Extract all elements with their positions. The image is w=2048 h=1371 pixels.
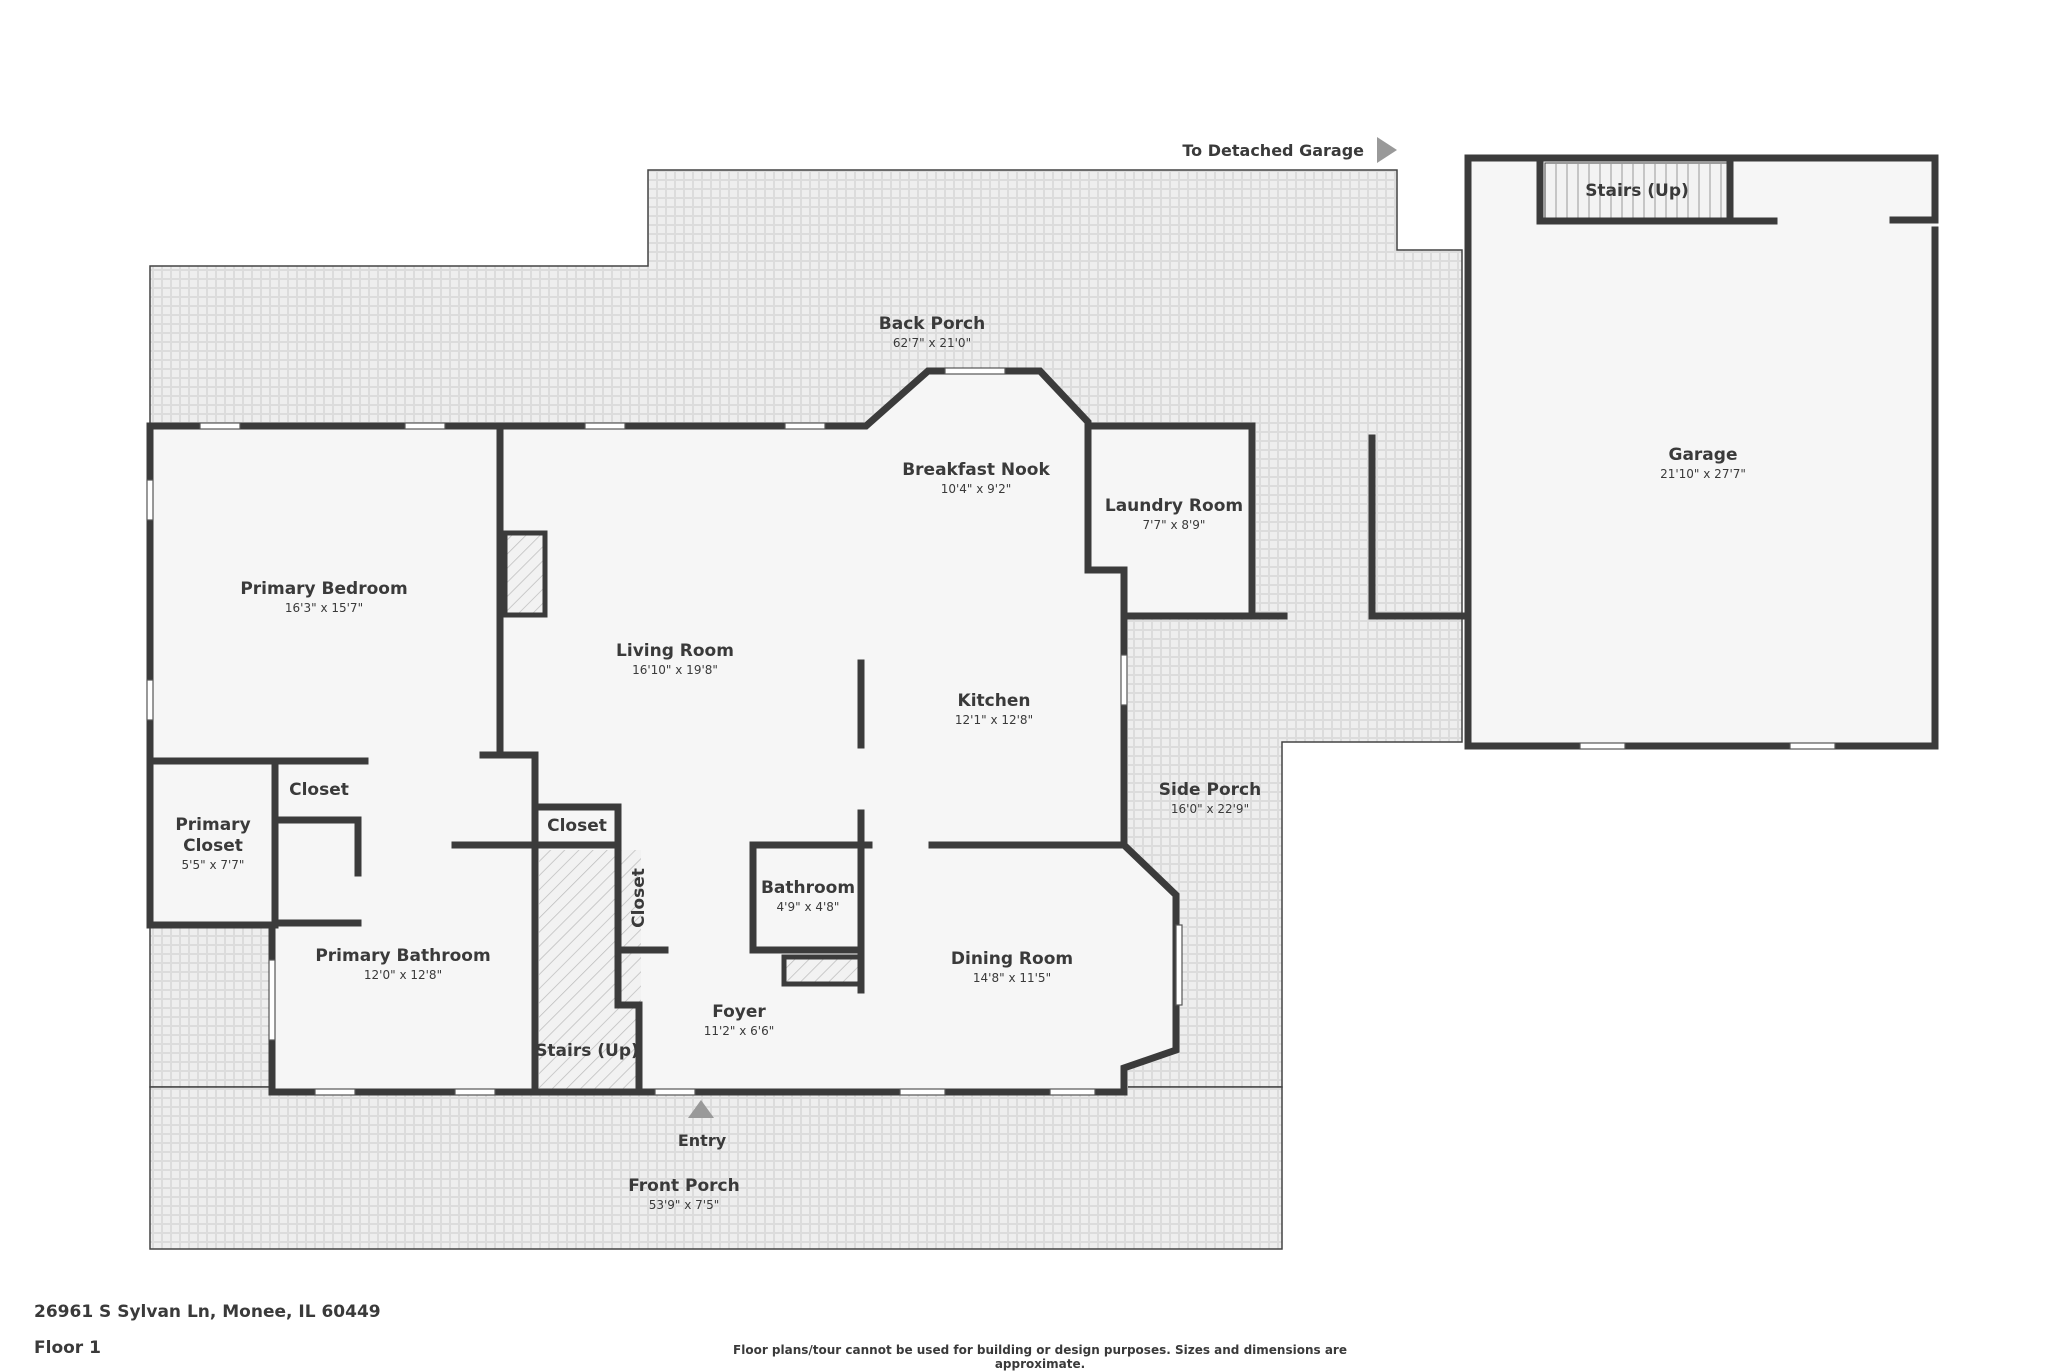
property-address: 26961 S Sylvan Ln, Monee, IL 60449 — [34, 1302, 381, 1322]
front-porch-area — [149, 1086, 1283, 1250]
bathroom-vanity — [781, 954, 863, 987]
room-name-dining-room: Dining Room — [951, 949, 1073, 969]
room-dim-foyer: 11'2" x 6'6" — [704, 1024, 775, 1038]
garage-link-label[interactable]: To Detached Garage — [1182, 141, 1364, 160]
room-name-primary-closet-line2: Closet — [183, 836, 243, 856]
room-dim-living-room: 16'10" x 19'8" — [632, 663, 718, 677]
room-dim-primary-closet: 5'5" x 7'7" — [182, 858, 245, 872]
triangle-arrow-up-icon[interactable] — [688, 1100, 714, 1118]
room-dim-back-porch: 62'7" x 21'0" — [893, 336, 971, 350]
house-floor — [150, 371, 1178, 1095]
entry-label[interactable]: Entry — [678, 1131, 727, 1150]
room-dim-bathroom: 4'9" x 4'8" — [777, 900, 840, 914]
room-name-bathroom: Bathroom — [761, 878, 855, 898]
room-dim-primary-bedroom: 16'3" x 15'7" — [285, 601, 363, 615]
room-name-closet-a: Closet — [289, 780, 349, 800]
room-name-primary-bathroom: Primary Bathroom — [315, 946, 490, 966]
room-name-kitchen: Kitchen — [958, 691, 1031, 711]
garage-floor — [1468, 158, 1938, 746]
room-dim-front-porch: 53'9" x 7'5" — [649, 1198, 720, 1212]
room-name-breakfast-nook: Breakfast Nook — [902, 460, 1050, 480]
fireplace — [502, 530, 548, 618]
room-dim-primary-bathroom: 12'0" x 12'8" — [364, 968, 442, 982]
room-name-garage-stairs: Stairs (Up) — [1585, 181, 1689, 201]
room-dim-garage: 21'10" x 27'7" — [1660, 467, 1746, 481]
floor-label: Floor 1 — [34, 1338, 101, 1358]
room-name-living-room: Living Room — [616, 641, 734, 661]
room-name-closet-c: Closet — [629, 868, 649, 928]
room-name-front-porch: Front Porch — [628, 1176, 739, 1196]
stairs-hatch — [539, 850, 641, 1095]
triangle-arrow-right-icon[interactable] — [1377, 137, 1397, 163]
room-name-closet-b: Closet — [547, 816, 607, 836]
room-name-foyer: Foyer — [712, 1002, 766, 1022]
windows — [146, 367, 1836, 1096]
room-name-garage: Garage — [1669, 445, 1738, 465]
room-dim-side-porch: 16'0" x 22'9" — [1171, 802, 1249, 816]
room-dim-breakfast-nook: 10'4" x 9'2" — [941, 482, 1012, 496]
laundry-floor — [1088, 426, 1256, 616]
room-name-laundry-room: Laundry Room — [1105, 496, 1243, 516]
room-dim-laundry-room: 7'7" x 8'9" — [1143, 518, 1206, 532]
room-name-primary-closet-line1: Primary — [175, 815, 250, 835]
disclaimer: Floor plans/tour cannot be used for buil… — [733, 1343, 1347, 1371]
room-dim-kitchen: 12'1" x 12'8" — [955, 713, 1033, 727]
room-name-side-porch: Side Porch — [1159, 780, 1261, 800]
room-name-back-porch: Back Porch — [879, 314, 985, 334]
room-dim-dining-room: 14'8" x 11'5" — [973, 971, 1051, 985]
room-name-stairs: Stairs (Up) — [535, 1041, 639, 1061]
room-name-primary-bedroom: Primary Bedroom — [240, 579, 407, 599]
